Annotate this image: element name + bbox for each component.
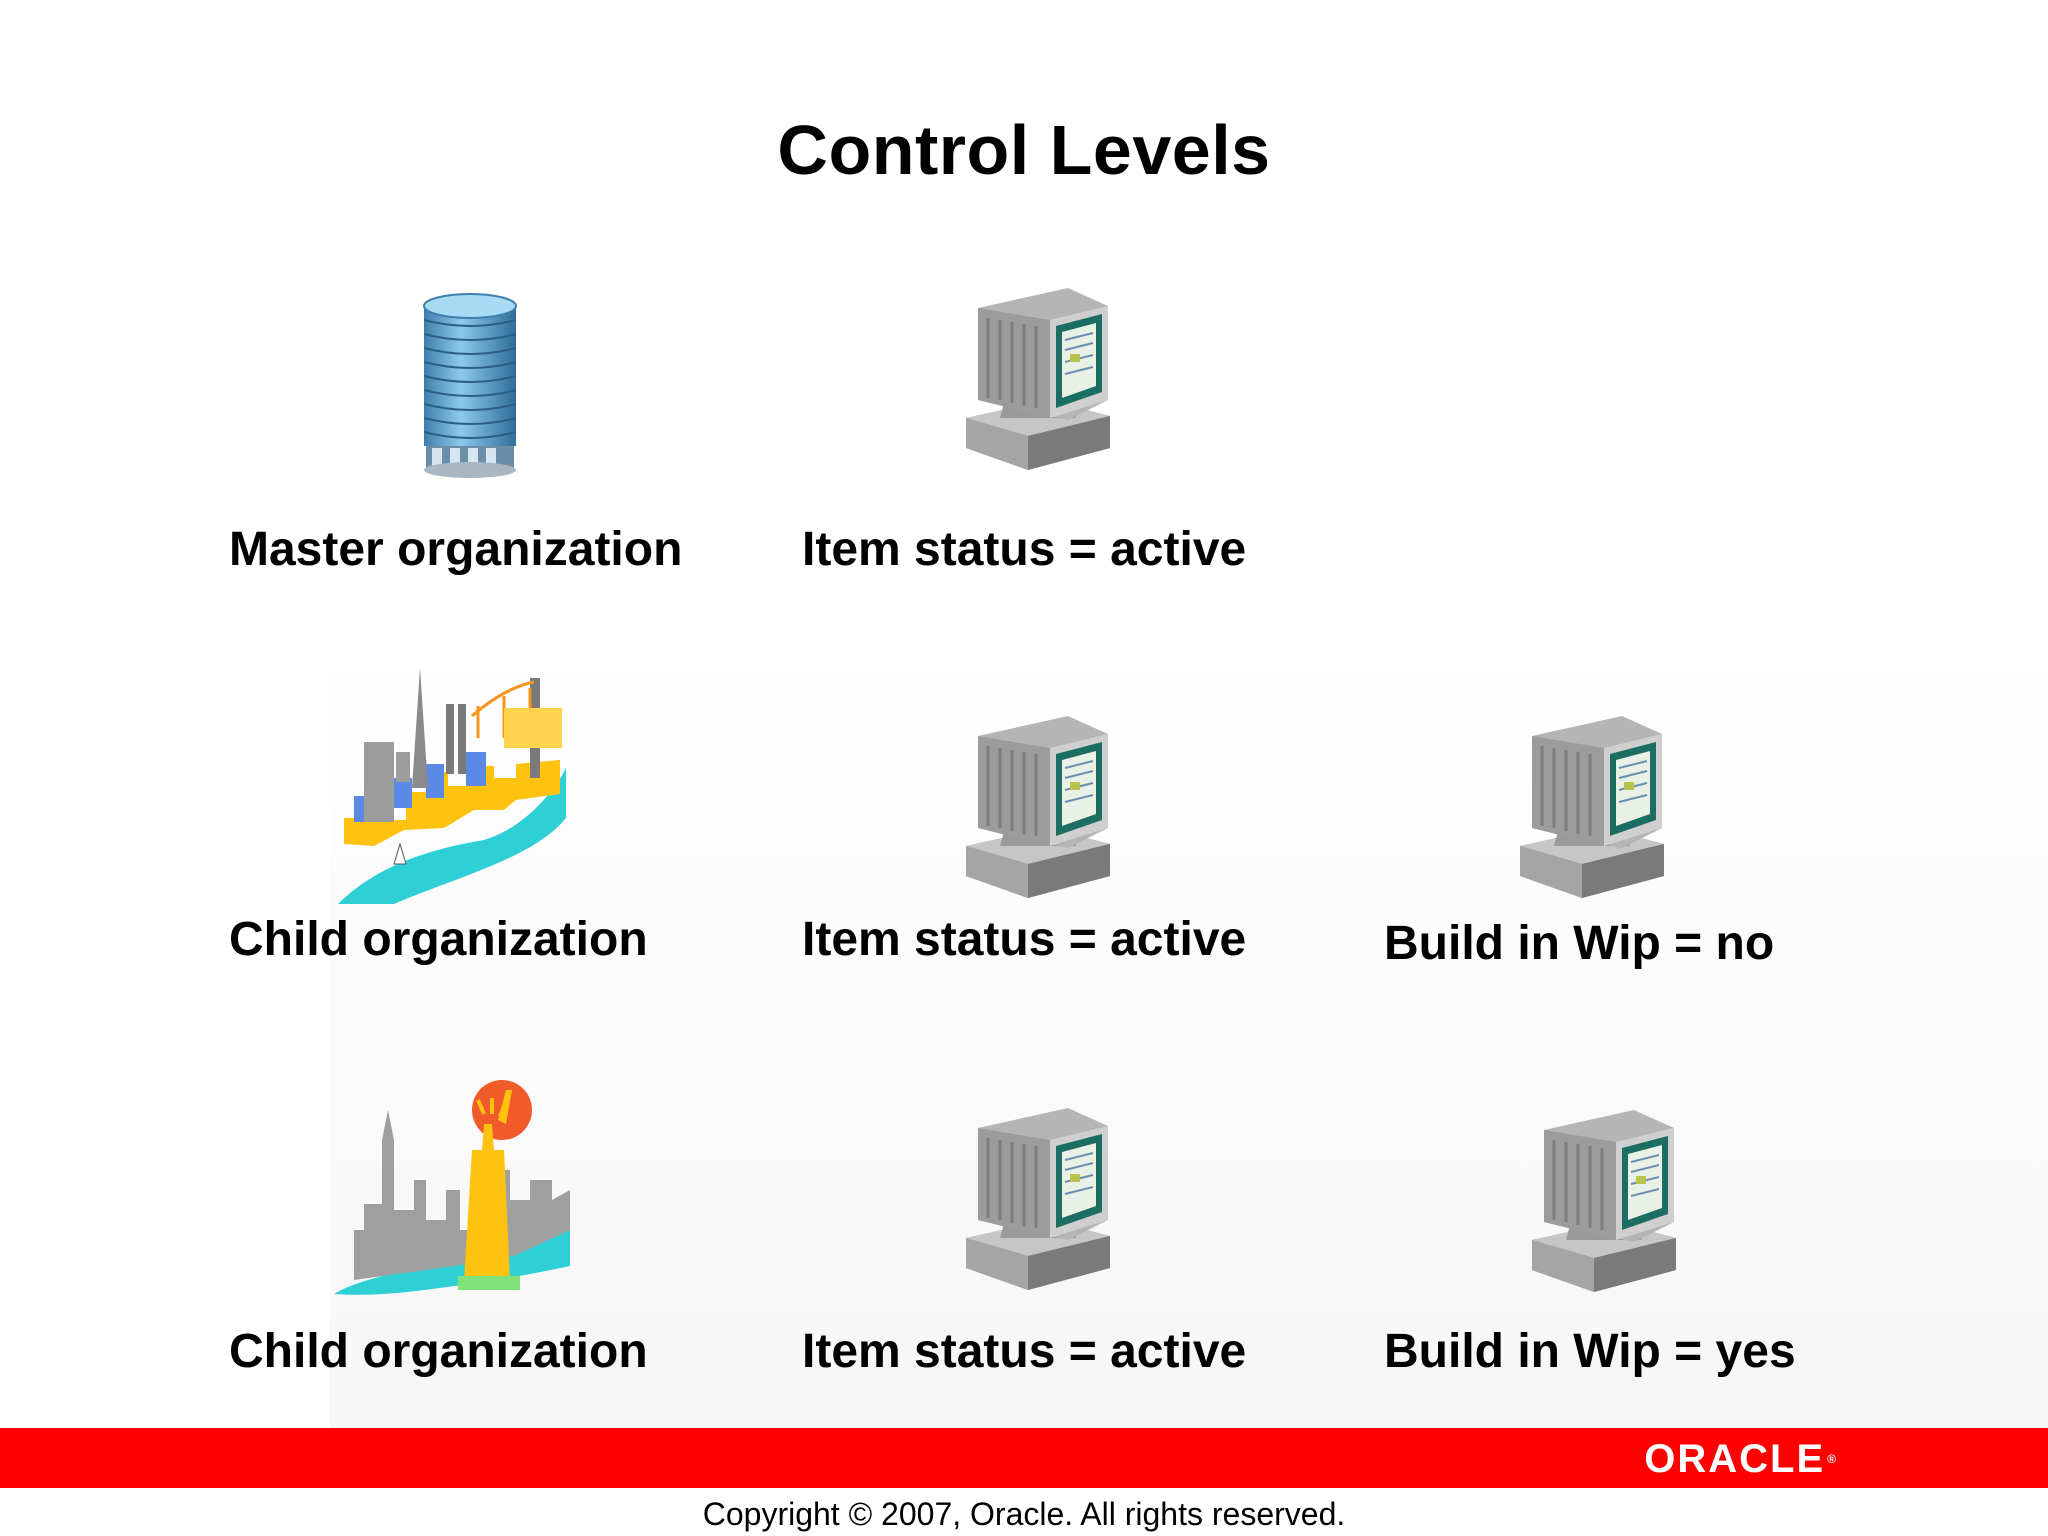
- org-label-master: Master organization: [229, 523, 683, 576]
- status-label-1: Item status = active: [802, 523, 1247, 576]
- org-label-child-2: Child organization: [229, 1325, 648, 1378]
- wip-label-1: Build in Wip = no: [1384, 917, 1775, 970]
- computer-icon: [1512, 716, 1672, 906]
- computer-icon: [958, 1108, 1118, 1298]
- slide-title: Control Levels: [777, 111, 1271, 189]
- oracle-logo: ORACLE®: [1644, 1434, 1836, 1484]
- footer-bar: [0, 1428, 2048, 1488]
- san-francisco-skyline-icon: [334, 668, 572, 910]
- oracle-logo-text: ORACLE: [1644, 1436, 1826, 1481]
- copyright-text: Copyright © 2007, Oracle. All rights res…: [702, 1496, 1346, 1532]
- computer-icon: [958, 288, 1118, 478]
- status-label-2: Item status = active: [802, 913, 1247, 966]
- wip-label-2: Build in Wip = yes: [1384, 1325, 1796, 1378]
- org-label-child-1: Child organization: [229, 913, 648, 966]
- trademark-mark: ®: [1827, 1452, 1836, 1466]
- computer-icon: [958, 716, 1118, 906]
- status-label-3: Item status = active: [802, 1325, 1247, 1378]
- computer-icon: [1524, 1110, 1684, 1300]
- background-gradient: [330, 640, 2048, 1428]
- database-icon: [418, 288, 522, 482]
- new-york-skyline-icon: [334, 1080, 574, 1300]
